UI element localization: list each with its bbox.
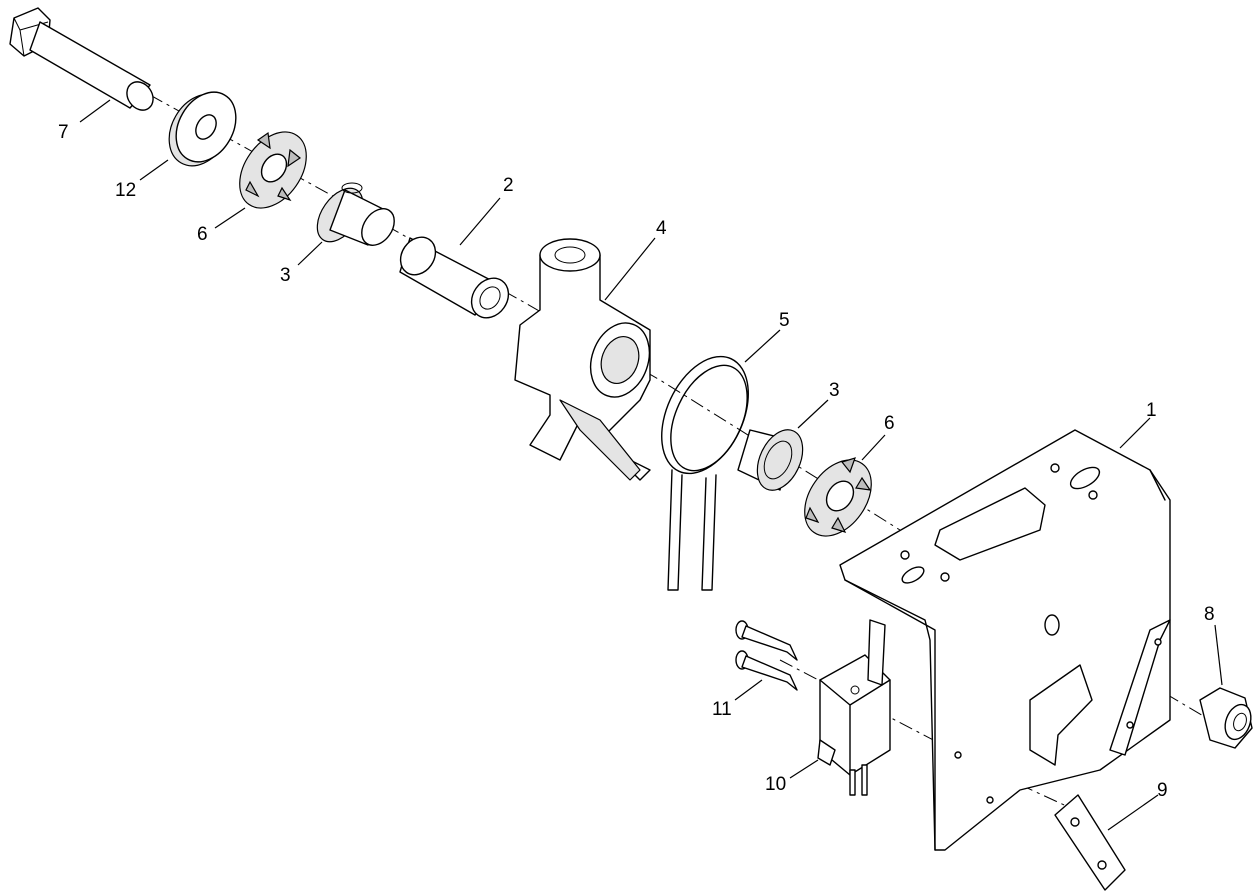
part-7-bolt (9, 7, 154, 111)
part-6-wave-washer-lower (804, 457, 872, 537)
part-4-pivot-casting (514, 238, 651, 481)
callout-8: 8 (1204, 604, 1215, 625)
part-12-washer (168, 91, 237, 167)
callout-2: 2 (503, 175, 514, 196)
callout-9: 9 (1157, 780, 1168, 801)
part-8-nut (1199, 687, 1253, 749)
callouts: 7 12 6 3 2 4 5 3 6 1 8 9 11 10 (58, 122, 1215, 801)
part-10-switch (817, 619, 891, 796)
callout-5: 5 (779, 310, 790, 331)
callout-4: 4 (656, 218, 667, 239)
callout-10: 10 (765, 774, 786, 795)
callout-12: 12 (115, 180, 136, 201)
part-6-wave-washer-upper (239, 131, 307, 209)
callout-6-upper: 6 (197, 224, 208, 245)
part-3-bushing-upper (316, 182, 395, 246)
part-11-screws (735, 620, 798, 691)
part-2-sleeve (399, 236, 510, 319)
part-9-plate (1054, 619, 1171, 891)
callout-6-lower: 6 (884, 413, 895, 434)
callout-1: 1 (1146, 400, 1157, 421)
callout-3-upper: 3 (280, 265, 291, 286)
part-1-bracket (839, 429, 1171, 851)
callout-7: 7 (58, 122, 69, 143)
callout-3-lower: 3 (829, 380, 840, 401)
callout-11: 11 (712, 699, 732, 720)
leader-lines (79, 99, 1223, 831)
part-3-bushing-lower (737, 429, 804, 491)
part-5-spring (661, 355, 749, 591)
